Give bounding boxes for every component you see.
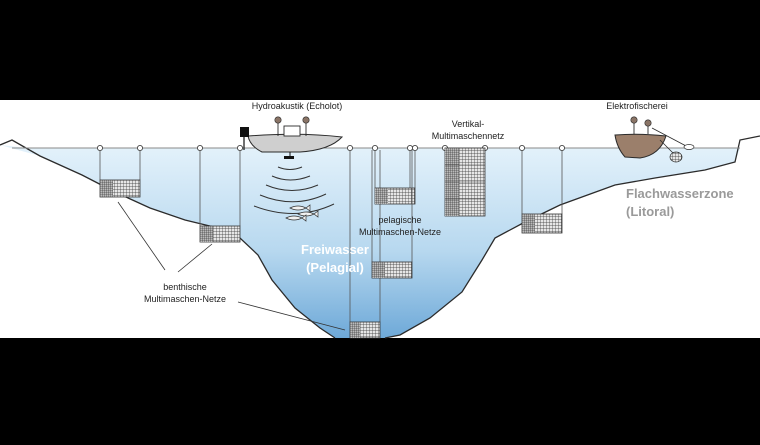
label-benthische-1: benthische <box>163 282 207 292</box>
lake-shoreline <box>0 135 760 339</box>
pelagic-net-2 <box>371 150 413 279</box>
electrofishing-boat <box>614 116 695 163</box>
label-freiwasser-1: Freiwasser <box>301 242 369 257</box>
float-lines <box>99 150 563 322</box>
benthic-net-3 <box>349 321 381 339</box>
vertical-multimesh-net <box>444 147 486 217</box>
echosounder-boat <box>240 116 344 159</box>
label-flachwasser-1: Flachwasserzone <box>626 186 734 201</box>
label-flachwasser-2: (Litoral) <box>626 204 674 219</box>
label-vertikal-2: Multimaschennetz <box>432 131 505 141</box>
label-elektrofischerei: Elektrofischerei <box>606 101 668 111</box>
benthic-net-4 <box>521 213 563 234</box>
label-vertikal-1: Vertikal- <box>452 119 485 129</box>
label-benthische-2: Multimaschen-Netze <box>144 294 226 304</box>
label-pelagische-2: Multimaschen-Netze <box>359 227 441 237</box>
label-hydroakustik: Hydroakustik (Echolot) <box>252 101 343 111</box>
pelagic-net-1 <box>374 187 416 205</box>
label-pelagische-1: pelagische <box>378 215 421 225</box>
label-freiwasser-2: (Pelagial) <box>306 260 364 275</box>
sonar-waves <box>253 166 335 214</box>
benthic-net-1 <box>99 179 141 198</box>
lake-water <box>0 145 740 338</box>
benthic-net-2 <box>199 225 241 243</box>
leader-lines <box>117 201 346 331</box>
fish-school <box>285 204 319 222</box>
